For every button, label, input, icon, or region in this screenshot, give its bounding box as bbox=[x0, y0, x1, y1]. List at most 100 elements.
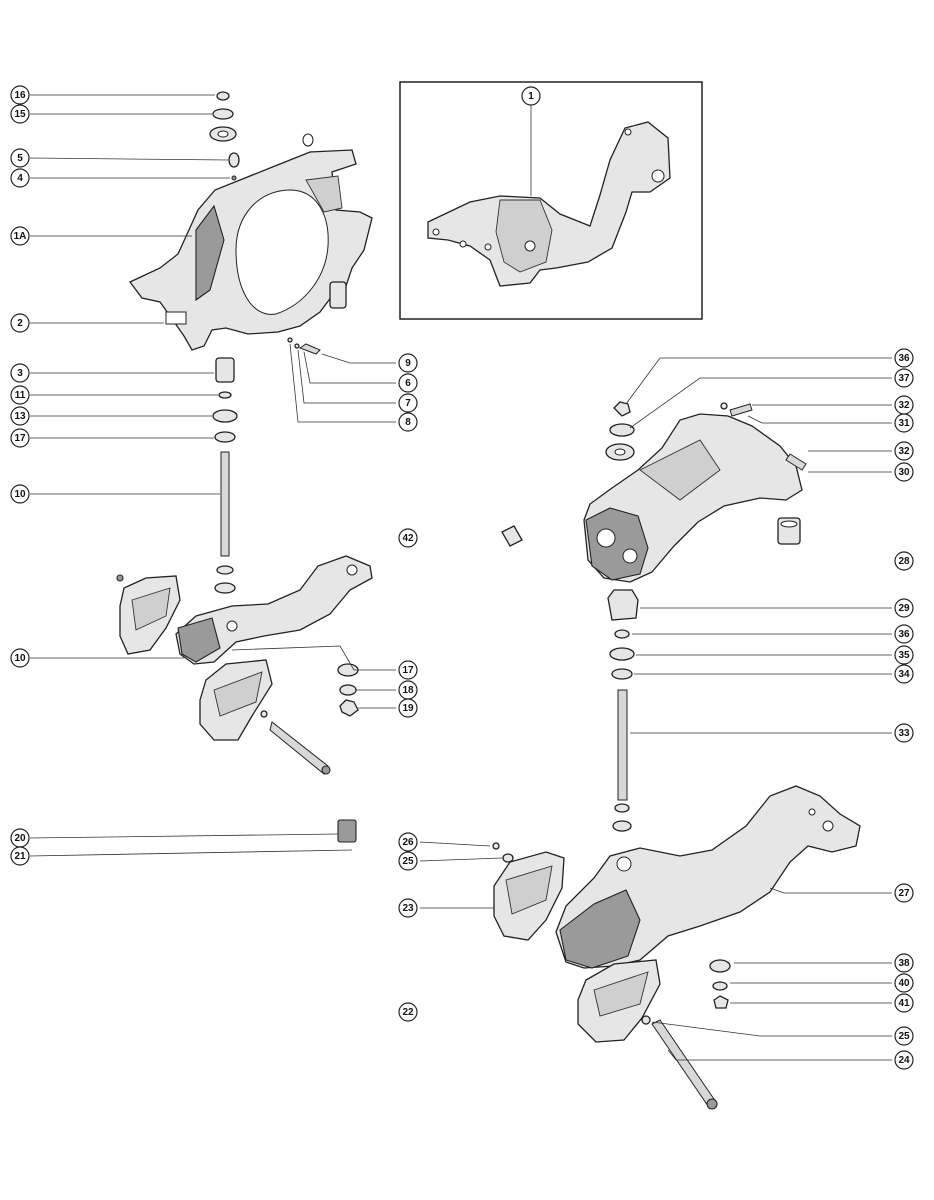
callout-36: 36 bbox=[894, 624, 914, 644]
callout-circle bbox=[10, 226, 30, 246]
callout-29: 29 bbox=[894, 598, 914, 618]
callout-17: 17 bbox=[398, 660, 418, 680]
callout-25: 25 bbox=[894, 1026, 914, 1046]
callout-text: 21 bbox=[14, 851, 26, 862]
callout-text: 5 bbox=[17, 153, 23, 164]
callout-text: 37 bbox=[898, 373, 910, 384]
callout-text: 42 bbox=[402, 533, 414, 544]
callout-text: 28 bbox=[898, 556, 910, 567]
callout-text: 38 bbox=[898, 958, 910, 969]
callout-35: 35 bbox=[894, 645, 914, 665]
callout-3: 3 bbox=[10, 363, 30, 383]
callout-circle bbox=[894, 953, 914, 973]
callout-16: 16 bbox=[10, 85, 30, 105]
callout-text: 24 bbox=[898, 1055, 910, 1066]
callout-labels: 1615541A23111317101020219678171819142363… bbox=[10, 85, 914, 1070]
callout-text: 17 bbox=[402, 665, 414, 676]
callout-circle bbox=[398, 832, 418, 852]
callout-text: 8 bbox=[405, 417, 411, 428]
callout-13: 13 bbox=[10, 406, 30, 426]
callout-circle bbox=[10, 104, 30, 124]
left-hardware-stack bbox=[116, 91, 523, 843]
callout-text: 40 bbox=[898, 978, 910, 989]
callout-circle bbox=[10, 406, 30, 426]
callout-8: 8 bbox=[398, 412, 418, 432]
callout-circle bbox=[894, 441, 914, 461]
callout-27: 27 bbox=[894, 883, 914, 903]
callout-text: 36 bbox=[898, 629, 910, 640]
callout-2: 2 bbox=[10, 313, 30, 333]
callout-6: 6 bbox=[398, 373, 418, 393]
callout-text: 17 bbox=[14, 433, 26, 444]
callout-31: 31 bbox=[894, 413, 914, 433]
part-28-frame bbox=[583, 413, 803, 583]
callout-15: 15 bbox=[10, 104, 30, 124]
callout-9: 9 bbox=[398, 353, 418, 373]
callout-circle bbox=[894, 348, 914, 368]
callout-text: 25 bbox=[402, 856, 414, 867]
callout-circle bbox=[398, 393, 418, 413]
callout-11: 11 bbox=[10, 385, 30, 405]
callout-text: 31 bbox=[898, 418, 910, 429]
callout-circle bbox=[894, 883, 914, 903]
callout-41: 41 bbox=[894, 993, 914, 1013]
callout-circle bbox=[894, 462, 914, 482]
callout-text: 20 bbox=[14, 833, 26, 844]
callout-32: 32 bbox=[894, 395, 914, 415]
callout-text: 11 bbox=[15, 390, 26, 401]
callout-text: 1 bbox=[528, 91, 534, 102]
callout-text: 10 bbox=[14, 653, 26, 664]
callout-circle bbox=[894, 664, 914, 684]
right-hardware-stack bbox=[492, 401, 807, 1110]
callout-4: 4 bbox=[10, 168, 30, 188]
callout-circle bbox=[10, 313, 30, 333]
callout-text: 4 bbox=[17, 173, 23, 184]
part-1a-frame bbox=[128, 133, 373, 351]
callout-18: 18 bbox=[398, 680, 418, 700]
callout-text: 32 bbox=[898, 446, 910, 457]
part-10-bracket bbox=[119, 555, 373, 775]
callout-circle bbox=[894, 413, 914, 433]
callout-text: 34 bbox=[898, 669, 910, 680]
callout-circle bbox=[398, 353, 418, 373]
callout-circle bbox=[398, 851, 418, 871]
callout-19: 19 bbox=[398, 698, 418, 718]
callout-text: 26 bbox=[402, 837, 414, 848]
callout-33: 33 bbox=[894, 723, 914, 743]
part-1-inset-bracket bbox=[427, 104, 671, 287]
callout-34: 34 bbox=[894, 664, 914, 684]
callout-text: 10 bbox=[14, 489, 26, 500]
callout-30: 30 bbox=[894, 462, 914, 482]
callout-text: 1A bbox=[14, 231, 27, 242]
callout-17: 17 bbox=[10, 428, 30, 448]
callout-text: 19 bbox=[402, 703, 414, 714]
callout-circle bbox=[894, 624, 914, 644]
callout-text: 25 bbox=[898, 1031, 910, 1042]
callout-text: 33 bbox=[898, 728, 910, 739]
callout-circle bbox=[10, 385, 30, 405]
callout-circle bbox=[10, 148, 30, 168]
callout-36: 36 bbox=[894, 348, 914, 368]
callout-circle bbox=[10, 168, 30, 188]
callout-circle bbox=[894, 723, 914, 743]
callout-text: 30 bbox=[898, 467, 910, 478]
callout-21: 21 bbox=[10, 846, 30, 866]
callout-10: 10 bbox=[10, 648, 30, 668]
callout-text: 36 bbox=[898, 353, 910, 364]
callout-text: 22 bbox=[402, 1007, 414, 1018]
callout-5: 5 bbox=[10, 148, 30, 168]
callout-circle bbox=[521, 86, 541, 106]
callout-text: 15 bbox=[14, 109, 26, 120]
part-20-block bbox=[337, 819, 357, 843]
callout-24: 24 bbox=[894, 1050, 914, 1070]
callout-7: 7 bbox=[398, 393, 418, 413]
callout-26: 26 bbox=[398, 832, 418, 852]
callout-text: 2 bbox=[17, 318, 23, 329]
callout-circle bbox=[10, 846, 30, 866]
callout-20: 20 bbox=[10, 828, 30, 848]
callout-text: 35 bbox=[898, 650, 910, 661]
callout-circle bbox=[894, 993, 914, 1013]
callout-text: 13 bbox=[14, 411, 26, 422]
leader-lines bbox=[29, 94, 892, 1061]
